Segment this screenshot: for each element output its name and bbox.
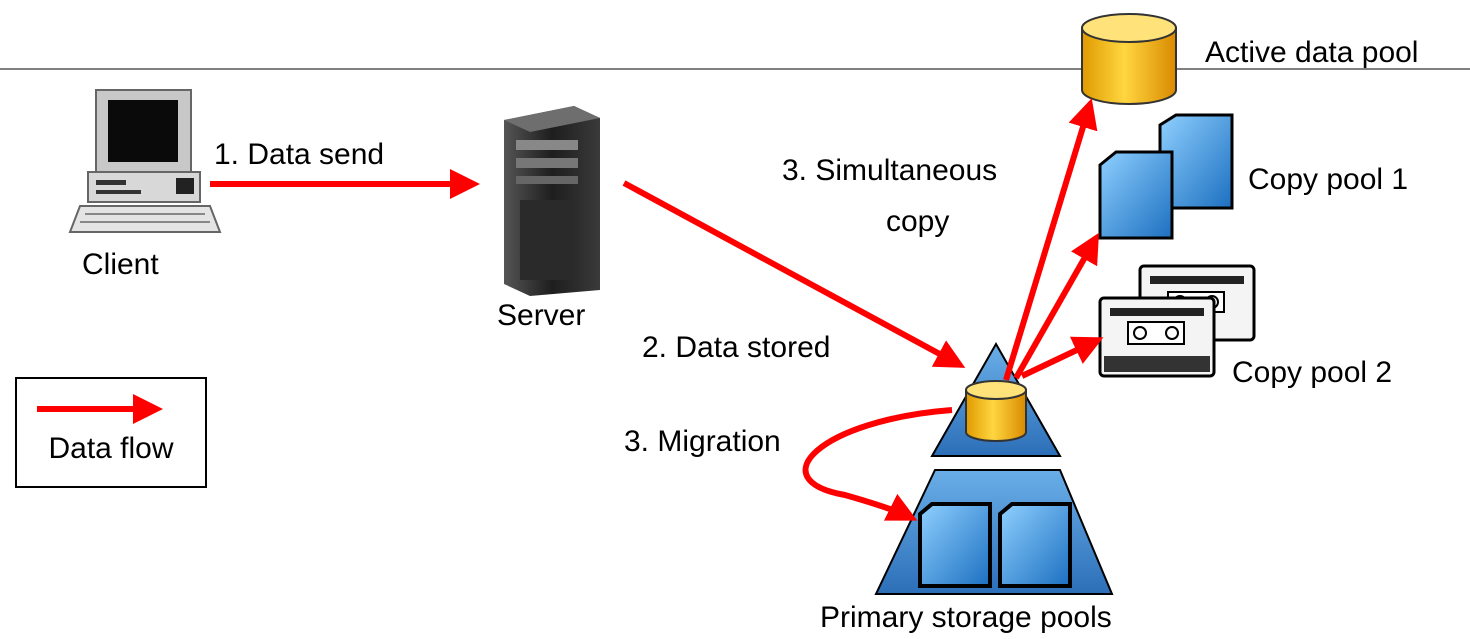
primary-storage-pools-icon	[874, 469, 1114, 595]
arrow-to-copy-pool-2	[1020, 336, 1104, 379]
legend-label: Data flow	[48, 432, 174, 465]
copy-pool-2-tapes-icon	[1098, 264, 1256, 378]
active-pool-label: Active data pool	[1205, 36, 1419, 69]
server-tower-icon	[504, 106, 600, 296]
arrow-to-active-pool	[1003, 98, 1098, 381]
copy-pool-1-label: Copy pool 1	[1248, 163, 1409, 196]
step-data-stored-label: 2. Data stored	[642, 331, 831, 364]
step-migration-label: 3. Migration	[624, 425, 781, 458]
server-label: Server	[497, 299, 586, 332]
step-copy-label-line1: 3. Simultaneous	[782, 154, 998, 187]
step-data-send-label: 1. Data send	[214, 138, 385, 171]
primary-pools-label: Primary storage pools	[820, 601, 1112, 634]
active-pool-cylinder-icon	[1081, 13, 1177, 105]
staging-pool-pyramid-icon	[930, 341, 1062, 457]
arrow-to-copy-pool-1	[1013, 232, 1099, 380]
legend: Data flow	[15, 377, 207, 488]
copy-pool-2-label: Copy pool 2	[1232, 356, 1393, 389]
arrow-migration	[802, 407, 953, 521]
client-label: Client	[82, 248, 159, 281]
arrow-data-stored	[622, 180, 966, 368]
data-flow-arrows	[210, 98, 1104, 521]
copy-pool-1-disks-icon	[1098, 113, 1234, 240]
step-copy-label-line2: copy	[886, 205, 950, 238]
legend-arrow-icon	[37, 394, 163, 424]
client-computer-icon	[68, 89, 222, 233]
